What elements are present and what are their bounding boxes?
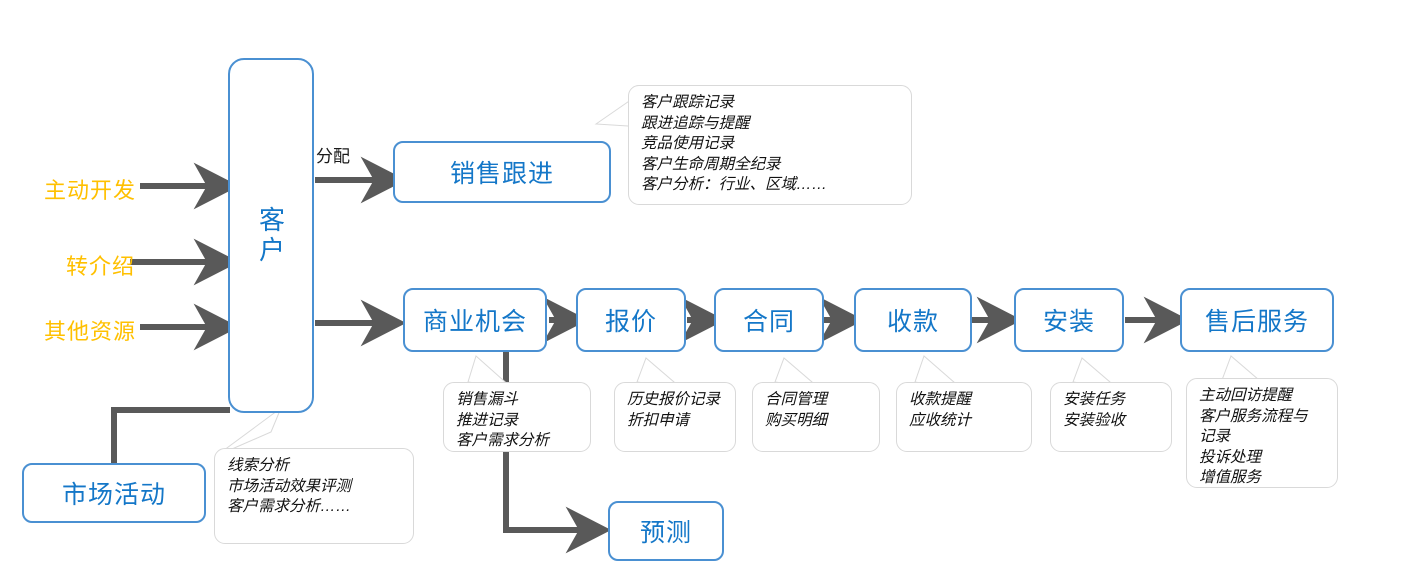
node-after-sales[interactable]: 售后服务 [1180,288,1334,352]
node-customer[interactable]: 客户 [228,58,314,413]
note-payment: 收款提醒 应收统计 [896,382,1032,452]
source-label-other: 其他资源 [44,319,137,344]
node-forecast[interactable]: 预测 [608,501,724,561]
note-marketing: 线索分析 市场活动效果评测 客户需求分析…… [214,448,414,544]
note-quotation: 历史报价记录 折扣申请 [614,382,736,452]
node-opportunity[interactable]: 商业机会 [403,288,547,352]
note-opportunity: 销售漏斗 推进记录 客户需求分析 [443,382,591,452]
edge-label-assign: 分配 [316,147,350,166]
node-quotation[interactable]: 报价 [576,288,686,352]
note-contract: 合同管理 购买明细 [752,382,880,452]
source-label-active-dev: 主动开发 [44,178,137,203]
note-installation: 安装任务 安装验收 [1050,382,1172,452]
note-sales-follow: 客户跟踪记录 跟进追踪与提醒 竞品使用记录 客户生命周期全纪录 客户分析：行业、… [628,85,912,205]
node-marketing[interactable]: 市场活动 [22,463,206,523]
note-after-sales: 主动回访提醒 客户服务流程与 记录 投诉处理 增值服务 [1186,378,1338,488]
node-contract[interactable]: 合同 [714,288,824,352]
node-sales-follow[interactable]: 销售跟进 [393,141,611,203]
connector-marketing-to-customer [111,407,230,463]
source-label-referral: 转介绍 [66,254,136,279]
node-installation[interactable]: 安装 [1014,288,1124,352]
node-payment[interactable]: 收款 [854,288,972,352]
